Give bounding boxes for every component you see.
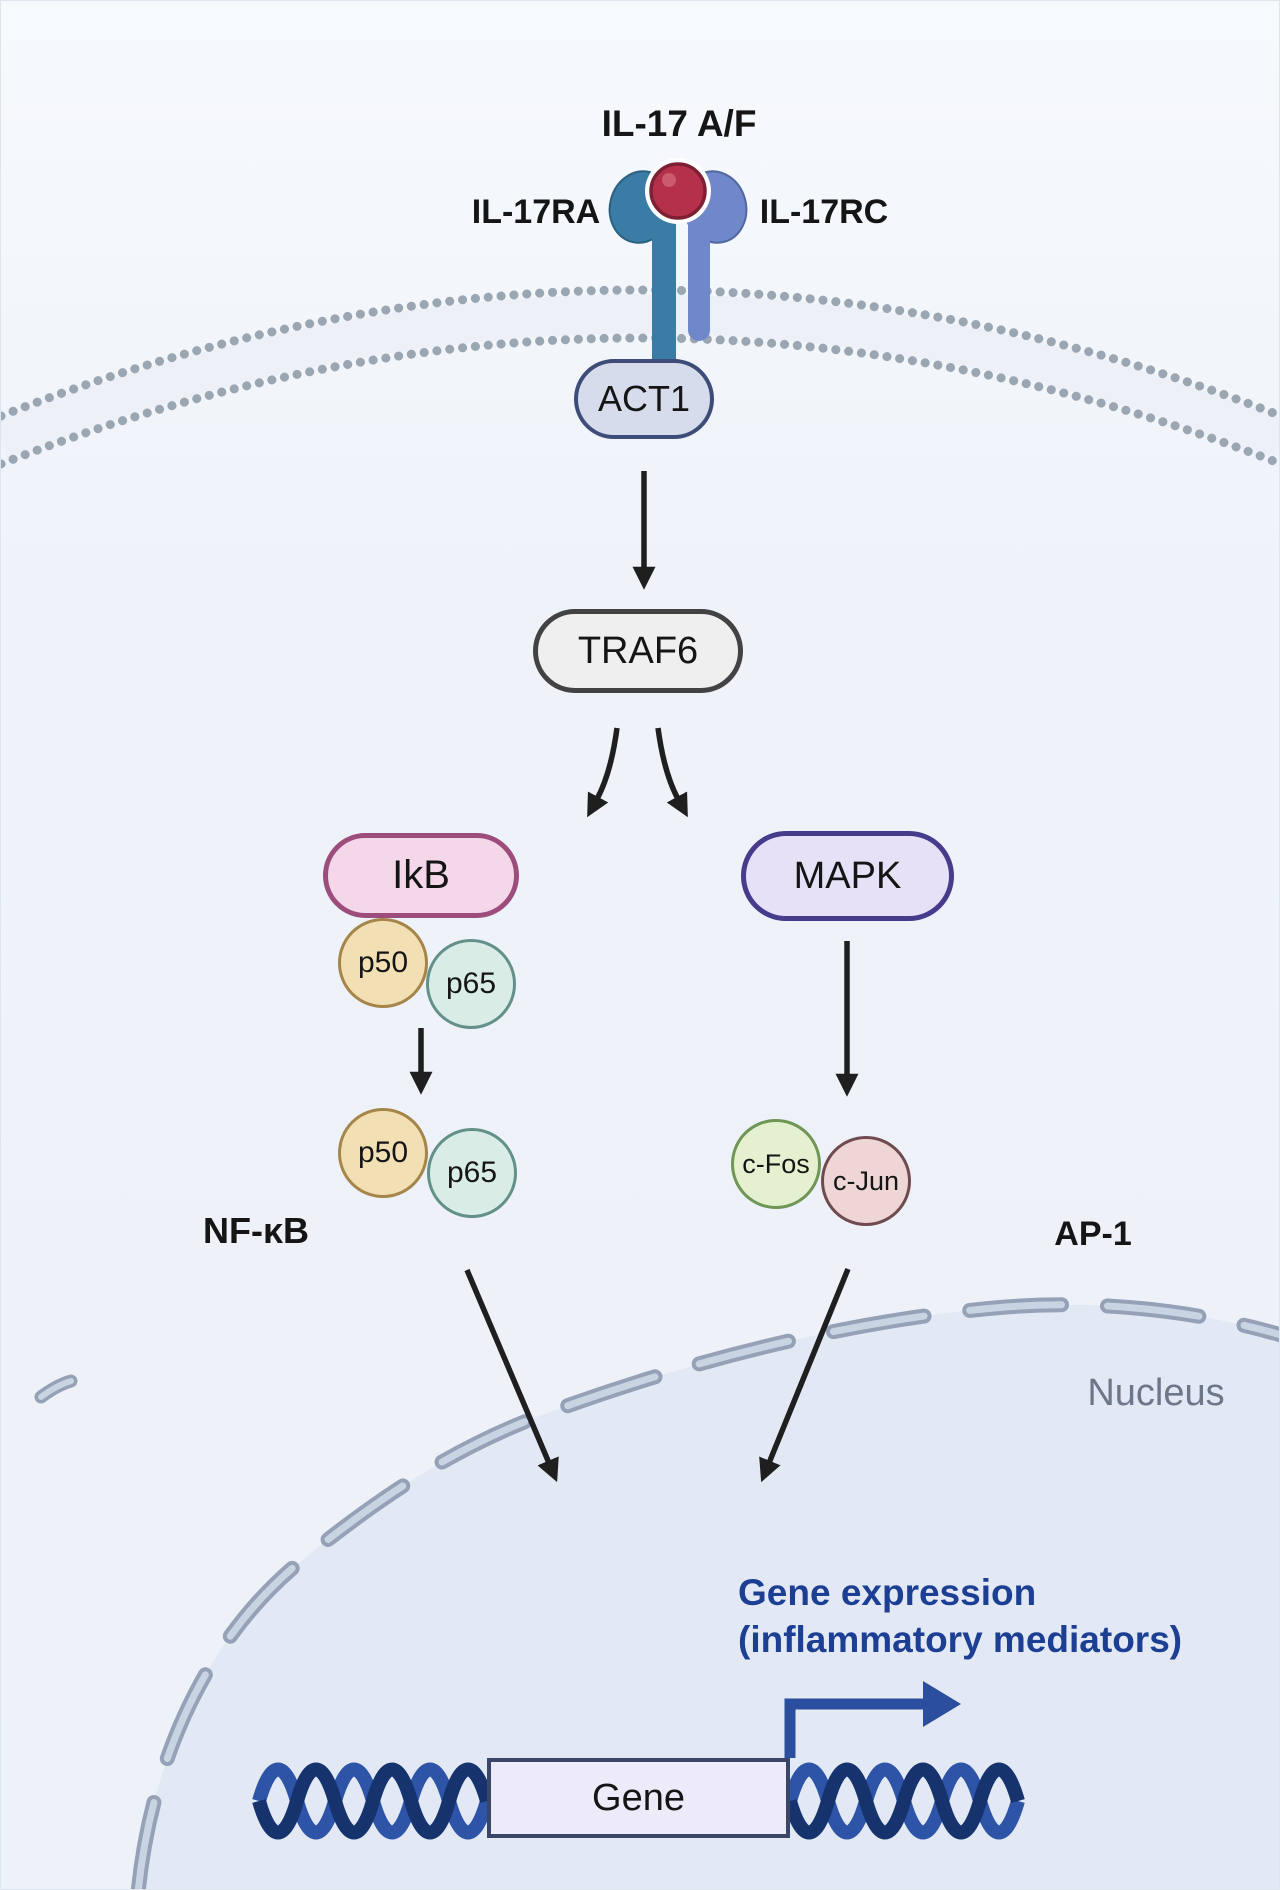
traf6-label: TRAF6: [577, 629, 699, 672]
receptor-right-label: IL-17RC: [759, 193, 889, 231]
gene-box: Gene: [487, 1758, 790, 1838]
receptor-left-label: IL-17RA: [471, 193, 601, 231]
ikb-node: IkB: [323, 833, 519, 918]
signal-arrows: [409, 471, 859, 1483]
arrow-ap1-to-nucleus: [759, 1267, 851, 1483]
p50-label: p50: [357, 946, 409, 979]
gene-expression-label: Gene expression (inflammatory mediators): [738, 1569, 1182, 1664]
cjun-subunit: c-Jun: [821, 1136, 911, 1226]
gene-expression-line1: Gene expression: [738, 1572, 1037, 1613]
ligand-label: IL-17 A/F: [601, 103, 757, 144]
arrow-traf6-to-ikb: [587, 727, 620, 818]
arrow-traf6-to-mapk: [655, 727, 688, 818]
p65-label: p65: [445, 967, 497, 1000]
nucleus-label: Nucleus: [1087, 1372, 1225, 1414]
dna-helix-right-icon: [783, 1762, 1025, 1840]
p50-subunit: p50: [338, 1108, 428, 1198]
arrow-nfkb-to-nucleus: [464, 1268, 559, 1483]
mapk-node: MAPK: [741, 831, 954, 921]
cfos-label: c-Fos: [742, 1148, 810, 1179]
p50-subunit: p50: [338, 918, 428, 1008]
traf6-node: TRAF6: [533, 609, 743, 693]
dna-helix-left-icon: [252, 1762, 494, 1840]
act1-label: ACT1: [597, 378, 691, 419]
gene-label: Gene: [592, 1776, 685, 1819]
il17-receptor-icon: [608, 158, 748, 373]
act1-node: ACT1: [574, 359, 714, 439]
transcription-arrow-icon: [784, 1681, 961, 1758]
cjun-label: c-Jun: [832, 1165, 900, 1196]
cell-membrane-icon: [1, 285, 1279, 469]
p50-label: p50: [357, 1136, 409, 1169]
p65-subunit: p65: [427, 1128, 517, 1218]
ikb-label: IkB: [392, 853, 450, 897]
gene-expression-line2: (inflammatory mediators): [738, 1619, 1183, 1661]
p65-label: p65: [446, 1156, 498, 1189]
mapk-label: MAPK: [793, 854, 902, 897]
nfkb-complex-label: NF-κB: [202, 1210, 310, 1251]
ap1-complex-label: AP-1: [1054, 1215, 1132, 1253]
nucleus-region: [34, 1297, 1279, 1889]
p65-subunit: p65: [426, 939, 516, 1029]
cfos-subunit: c-Fos: [731, 1119, 821, 1209]
ligand-ball-icon: [649, 162, 707, 220]
